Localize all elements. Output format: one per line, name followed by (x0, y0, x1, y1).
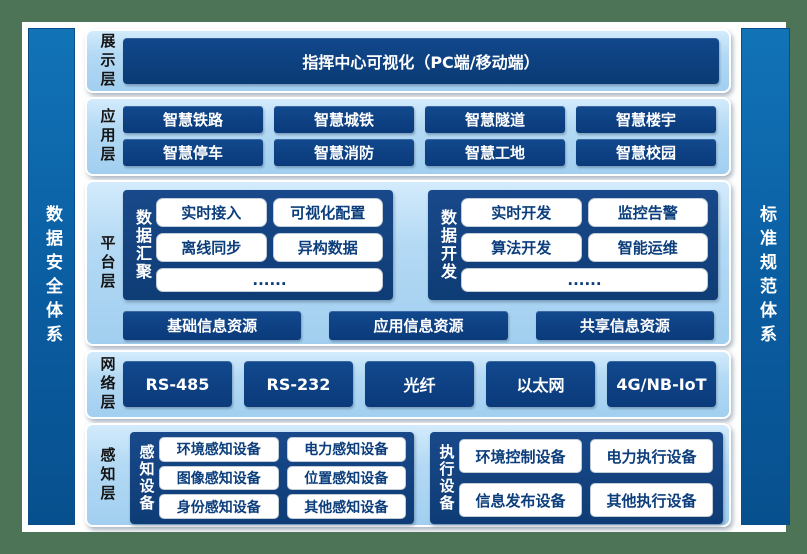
chip-more-development: ...... (461, 268, 708, 292)
chip-power-execution: 电力执行设备 (590, 439, 713, 473)
chip-monitor-alert: 监控告警 (587, 198, 708, 228)
layer-label-network: 网络层 (98, 356, 117, 413)
chip-power-sensing: 电力感知设备 (286, 437, 406, 462)
layer-panel-platform: 平台层 数据汇聚 实时接入 可视化配置 离线同步 异构数据 ...... 数据开… (85, 180, 731, 346)
chip-info-publish: 信息发布设备 (459, 483, 582, 517)
data-aggregation-group: 数据汇聚 实时接入 可视化配置 离线同步 异构数据 ...... (123, 190, 393, 300)
chip-realtime-access: 实时接入 (156, 198, 267, 228)
chip-smart-ops: 智能运维 (587, 233, 708, 263)
resource-app-info: 应用信息资源 (329, 311, 508, 340)
chip-position-sensing: 位置感知设备 (286, 465, 406, 491)
app-block-smart-railway: 智慧铁路 (123, 106, 263, 133)
chip-hetero-data: 异构数据 (272, 233, 383, 263)
layer-label-platform: 平台层 (98, 234, 117, 292)
sensing-devices-chips: 环境感知设备 电力感知设备 图像感知设备 位置感知设备 身份感知设备 其他感知设… (159, 437, 406, 519)
chip-algorithm-dev: 算法开发 (461, 233, 582, 263)
data-security-system-bar: 数据安全体系 (28, 28, 75, 525)
app-block-smart-fire: 智慧消防 (274, 139, 414, 166)
standards-system-label: 标准规范体系 (756, 204, 776, 349)
sensing-devices-group: 感知设备 环境感知设备 电力感知设备 图像感知设备 位置感知设备 身份感知设备 … (130, 432, 414, 524)
chip-identity-sensing: 身份感知设备 (159, 494, 279, 519)
network-buttons: RS-485 RS-232 光纤 以太网 4G/NB-IoT (123, 361, 716, 407)
layer-panel-display: 展示层 指挥中心可视化（PC端/移动端） (85, 29, 731, 93)
app-block-smart-site: 智慧工地 (425, 139, 565, 166)
sensing-devices-title: 感知设备 (137, 444, 156, 512)
data-aggregation-title: 数据汇聚 (133, 209, 152, 281)
command-center-banner: 指挥中心可视化（PC端/移动端） (123, 38, 719, 84)
resource-buttons: 基础信息资源 应用信息资源 共享信息资源 (123, 311, 714, 340)
net-block-fiber: 光纤 (365, 361, 474, 407)
net-block-rs485: RS-485 (123, 361, 232, 407)
app-block-smart-tunnel: 智慧隧道 (425, 106, 565, 133)
layer-panel-application: 应用层 智慧铁路 智慧城铁 智慧隧道 智慧楼宇 智慧停车 智慧消防 智慧工地 智… (85, 97, 731, 176)
app-block-smart-metro: 智慧城铁 (274, 106, 414, 133)
standards-system-bar: 标准规范体系 (741, 28, 790, 525)
layer-panel-network: 网络层 RS-485 RS-232 光纤 以太网 4G/NB-IoT (85, 350, 731, 419)
app-block-smart-building: 智慧楼宇 (576, 106, 716, 133)
layer-label-display: 展示层 (98, 32, 117, 90)
execution-devices-title: 执行设备 (437, 444, 456, 512)
layer-panel-perception: 感知层 感知设备 环境感知设备 电力感知设备 图像感知设备 位置感知设备 身份感… (85, 423, 731, 527)
chip-offline-sync: 离线同步 (156, 233, 267, 263)
layer-label-application: 应用层 (98, 108, 117, 165)
layer-label-perception: 感知层 (98, 446, 117, 504)
chip-env-sensing: 环境感知设备 (159, 437, 279, 462)
data-development-group: 数据开发 实时开发 监控告警 算法开发 智能运维 ...... (428, 190, 718, 300)
data-aggregation-chips: 实时接入 可视化配置 离线同步 异构数据 ...... (156, 198, 383, 292)
net-block-rs232: RS-232 (244, 361, 353, 407)
chip-more-aggregation: ...... (156, 268, 383, 292)
data-security-system-label: 数据安全体系 (42, 204, 62, 349)
resource-basic-info: 基础信息资源 (123, 311, 302, 340)
application-buttons: 智慧铁路 智慧城铁 智慧隧道 智慧楼宇 智慧停车 智慧消防 智慧工地 智慧校园 (123, 106, 716, 166)
net-block-4g-nbiot: 4G/NB-IoT (607, 361, 716, 407)
execution-devices-group: 执行设备 环境控制设备 电力执行设备 信息发布设备 其他执行设备 (430, 432, 723, 524)
execution-devices-chips: 环境控制设备 电力执行设备 信息发布设备 其他执行设备 (459, 439, 713, 517)
resource-shared-info: 共享信息资源 (535, 311, 714, 340)
chip-other-execution: 其他执行设备 (590, 483, 713, 517)
app-block-smart-parking: 智慧停车 (123, 139, 263, 166)
net-block-ethernet: 以太网 (486, 361, 595, 407)
app-block-smart-campus: 智慧校园 (576, 139, 716, 166)
chip-image-sensing: 图像感知设备 (159, 465, 279, 491)
data-development-chips: 实时开发 监控告警 算法开发 智能运维 ...... (461, 198, 708, 292)
data-development-title: 数据开发 (438, 209, 457, 281)
chip-visual-config: 可视化配置 (272, 198, 383, 228)
chip-realtime-dev: 实时开发 (461, 198, 582, 228)
chip-env-control: 环境控制设备 (459, 439, 582, 473)
chip-other-sensing: 其他感知设备 (286, 494, 406, 519)
